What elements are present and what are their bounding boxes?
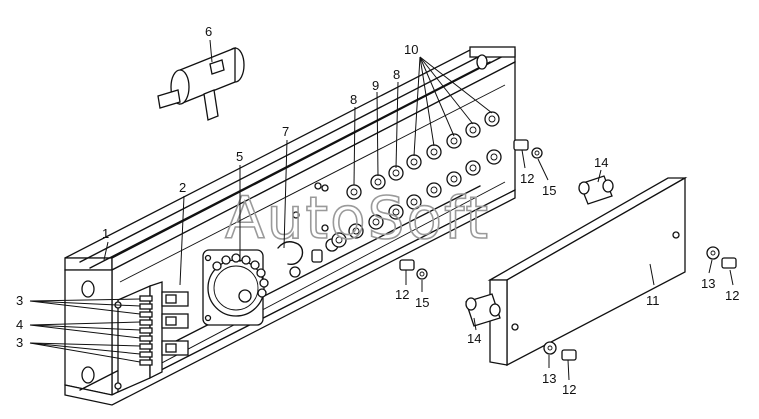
callout-12-middle: 12 xyxy=(395,287,409,302)
toggle-switch xyxy=(277,182,339,278)
callout-11: 11 xyxy=(646,293,660,308)
callout-6: 6 xyxy=(205,24,212,39)
callout-10: 10 xyxy=(404,42,418,57)
callout-5: 5 xyxy=(236,149,243,164)
callout-4: 4 xyxy=(16,317,23,332)
callout-15-lower: 15 xyxy=(415,295,429,310)
callout-12-upper: 12 xyxy=(520,171,534,186)
standoff-lower xyxy=(465,293,501,327)
cover-plate xyxy=(487,176,688,367)
fasteners xyxy=(399,139,737,361)
callout-9: 9 xyxy=(372,78,379,93)
callout-13-right: 13 xyxy=(701,276,715,291)
callout-8-right: 8 xyxy=(393,67,400,82)
gauge-ring-teeth xyxy=(212,253,269,298)
callout-3-top: 3 xyxy=(16,293,23,308)
callout-15-upper: 15 xyxy=(542,183,556,198)
callout-12-right: 12 xyxy=(725,288,739,303)
connector-group xyxy=(161,291,189,356)
callout-13-bottom: 13 xyxy=(542,371,556,386)
callout-7: 7 xyxy=(282,124,289,139)
callout-1: 1 xyxy=(102,226,109,241)
connector-array xyxy=(321,111,502,248)
terminal-pins xyxy=(139,295,153,366)
gauge-unit xyxy=(202,249,269,326)
callout-2: 2 xyxy=(179,180,186,195)
callout-3-bottom: 3 xyxy=(16,335,23,350)
connector-row-bottom xyxy=(331,149,502,248)
callout-labels: 6 1 2 5 7 8 9 8 10 3 4 3 12 15 14 12 15 … xyxy=(16,24,739,397)
standoff-upper xyxy=(578,175,614,205)
callout-14-lower: 14 xyxy=(467,331,481,346)
connector-row-top xyxy=(346,111,500,200)
relay-component xyxy=(157,47,245,121)
callout-14-upper: 14 xyxy=(594,155,608,170)
watermark-text: AutoSoft xyxy=(225,184,490,252)
callout-12-bottom: 12 xyxy=(562,382,576,397)
callout-8-left: 8 xyxy=(350,92,357,107)
leader-lines xyxy=(29,39,734,381)
